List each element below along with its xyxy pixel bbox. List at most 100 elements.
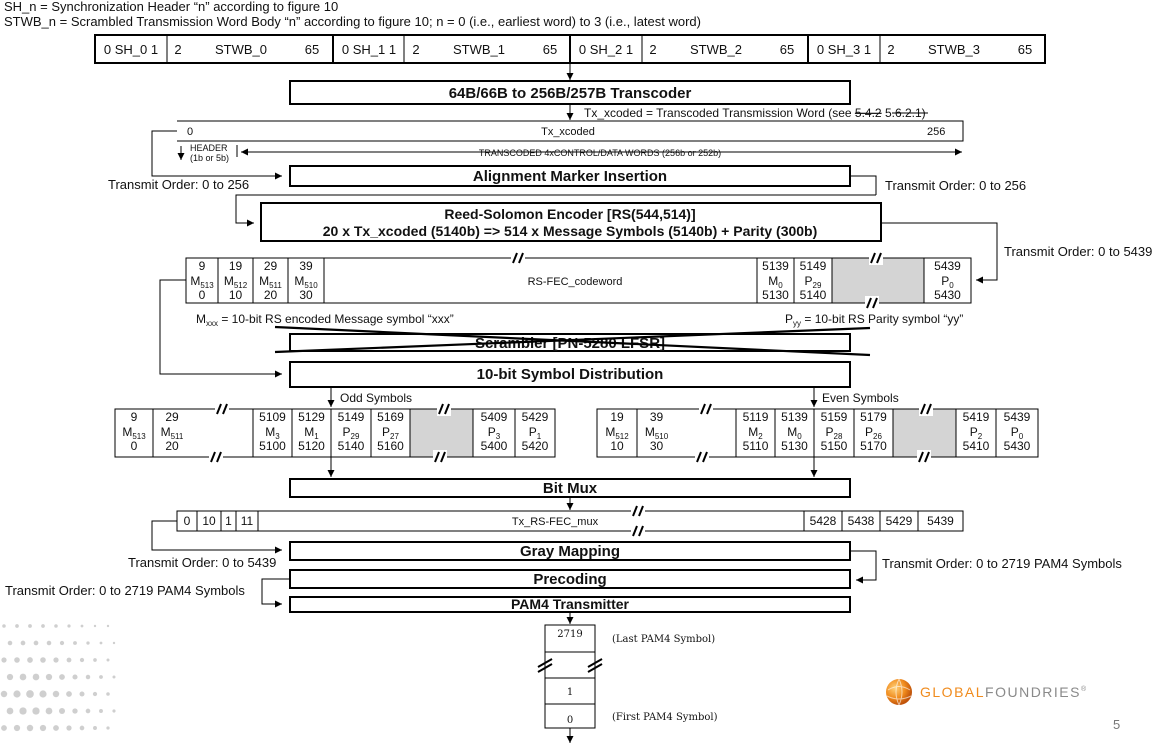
- codeword-cell-p29-symbol: P29: [805, 274, 822, 290]
- codeword-cell-3-top: 39: [299, 259, 313, 273]
- word-0-body-end: 65: [305, 42, 319, 57]
- stack-break-mark: [587, 658, 603, 673]
- even-symbols-label: Even Symbols: [822, 391, 899, 405]
- codeword-cell-3-symbol: M510: [294, 274, 318, 290]
- order-label-right-256: Transmit Order: 0 to 256: [885, 178, 1026, 193]
- scrambler-crossed-out: Scrambler [PN-5280 LFSR]: [274, 325, 871, 357]
- mux-right-bit-3: 5439: [927, 514, 954, 528]
- codeword-cell-p29-bottom: 5140: [800, 288, 827, 302]
- codeword-cell-p0-top: 5439: [934, 259, 961, 273]
- even-cell-6-bottom: 5410: [963, 439, 990, 453]
- even-symbols-row: 19M5121039M510305119M251105139M051305159…: [596, 408, 1039, 458]
- even-cell-4-symbol: P28: [826, 425, 843, 441]
- page-number: 5: [1113, 717, 1120, 732]
- even-cell-6-top: 5419: [963, 410, 990, 424]
- word-3-body-label: STWB_3: [928, 42, 980, 57]
- even-cell-7-top: 5439: [1004, 410, 1031, 424]
- word-0-body-start: 2: [174, 42, 181, 57]
- am-insertion-label: Alignment Marker Insertion: [473, 168, 667, 185]
- even-cell-7-bottom: 5430: [1004, 439, 1031, 453]
- break-mark: [695, 450, 709, 464]
- word-1-sync-header: 0 SH_1 1: [342, 42, 396, 57]
- even-cell-0-top: 19: [610, 410, 624, 424]
- order-label-right-2719: Transmit Order: 0 to 2719 PAM4 Symbols: [882, 556, 1122, 571]
- odd-cell-5-symbol: P27: [382, 425, 399, 441]
- mux-left-bit-3: 11: [241, 514, 254, 528]
- precoding-label: Precoding: [533, 571, 606, 588]
- order-label-left-5439: Transmit Order: 0 to 5439: [128, 555, 276, 570]
- even-cell-3-symbol: M0: [787, 425, 802, 441]
- xcoded-bit-end: 256: [927, 126, 945, 138]
- logo-globe-icon: [886, 679, 912, 705]
- odd-cell-5-bottom: 5160: [377, 439, 404, 453]
- mux-bar-label: Tx_RS-FEC_mux: [512, 516, 599, 528]
- break-mark: [631, 504, 645, 518]
- odd-cell-5-top: 5169: [377, 410, 404, 424]
- break-mark: [919, 402, 933, 416]
- codeword-cell-p0-bottom: 5430: [934, 288, 961, 302]
- even-cell-5-bottom: 5170: [860, 439, 887, 453]
- odd-cell-6-top: 5409: [481, 410, 508, 424]
- symbol-distribution-box: [289, 361, 851, 388]
- odd-cell-2-symbol: M3: [265, 425, 280, 441]
- even-cell-2-top: 5119: [743, 410, 769, 424]
- even-cell-0-bottom: 10: [610, 439, 624, 453]
- codeword-label: RS-FEC_codeword: [528, 276, 623, 288]
- word-3-body-end: 65: [1018, 42, 1032, 57]
- codeword-cell-m0-symbol: M0: [768, 274, 783, 290]
- even-cell-3-top: 5139: [781, 410, 808, 424]
- odd-cell-3-symbol: M1: [304, 425, 319, 441]
- mux-left-bit-0: 0: [184, 514, 191, 528]
- word-2-body-start: 2: [649, 42, 656, 57]
- pam4-transmitter-label: PAM4 Transmitter: [511, 596, 630, 612]
- codeword-cell-p0-symbol: P0: [941, 274, 954, 290]
- codeword-cell-1-top: 19: [229, 259, 243, 273]
- odd-symbols-label: Odd Symbols: [340, 391, 412, 405]
- codeword-cell-p29-top: 5149: [800, 259, 827, 273]
- word-2-body-end: 65: [780, 42, 794, 57]
- codeword-cell-0-bottom: 0: [199, 288, 206, 302]
- stack-break-mark: [537, 658, 553, 673]
- globalfoundries-logo: GLOBALFOUNDRIES®: [886, 678, 1086, 706]
- order-label-right-5439: Transmit Order: 0 to 5439: [1004, 244, 1152, 259]
- word-1-body-end: 65: [543, 42, 557, 57]
- decorative-dot-globe: [0, 624, 116, 732]
- transcoded-words-label: TRANSCODED 4xCONTROL/DATA WORDS (256b or…: [479, 148, 721, 158]
- odd-cell-4-bottom: 5140: [338, 439, 365, 453]
- mux-left-bit-2: 1: [225, 514, 232, 528]
- break-mark: [215, 402, 229, 416]
- even-cell-5-symbol: P26: [865, 425, 882, 441]
- xcoded-bit-start: 0: [187, 126, 193, 138]
- tx-xcoded-bar: 0 Tx_xcoded 256 HEADER (1b or 5b) TRANSC…: [177, 120, 964, 163]
- codeword-cell-m0-bottom: 5130: [762, 288, 789, 302]
- stack-last-index: 2719: [557, 629, 582, 640]
- message-symbol-note: Mxxx = 10-bit RS encoded Message symbol …: [196, 312, 454, 328]
- break-mark: [699, 402, 713, 416]
- rs-fec-codeword-bar: RS-FEC_codeword 9M513019M5121029M5112039…: [185, 257, 972, 304]
- even-cell-4-top: 5159: [821, 410, 848, 424]
- odd-cell-0-top: 9: [131, 410, 138, 424]
- word-0-sync-header: 0 SH_0 1: [104, 42, 158, 57]
- even-cell-5-top: 5179: [860, 410, 887, 424]
- even-cell-4-bottom: 5150: [821, 439, 848, 453]
- break-mark: [865, 296, 879, 310]
- break-mark: [437, 402, 451, 416]
- first-symbol-note: (First PAM4 Symbol): [612, 712, 718, 723]
- codeword-cell-m0-top: 5139: [762, 259, 789, 273]
- xcoded-label: Tx_xcoded: [541, 126, 595, 138]
- legend-stwb-definition: STWB_n = Scrambled Transmission Word Bod…: [4, 14, 701, 29]
- break-mark: [631, 524, 645, 538]
- word-2-body-label: STWB_2: [690, 42, 742, 57]
- stack-second-index: 1: [567, 687, 573, 698]
- odd-cell-7-symbol: P1: [529, 425, 542, 441]
- word-0-body-label: STWB_0: [215, 42, 267, 57]
- odd-cell-2-top: 5109: [259, 410, 286, 424]
- stack-first-index: 0: [567, 715, 573, 726]
- last-symbol-note: (Last PAM4 Symbol): [612, 634, 715, 645]
- odd-cell-6-bottom: 5400: [481, 439, 508, 453]
- odd-cell-3-bottom: 5120: [298, 439, 325, 453]
- odd-cell-0-symbol: M513: [122, 425, 146, 441]
- odd-cell-4-top: 5149: [338, 410, 365, 424]
- odd-symbols-row: 9M513029M511205109M351005129M151205149P2…: [114, 408, 556, 458]
